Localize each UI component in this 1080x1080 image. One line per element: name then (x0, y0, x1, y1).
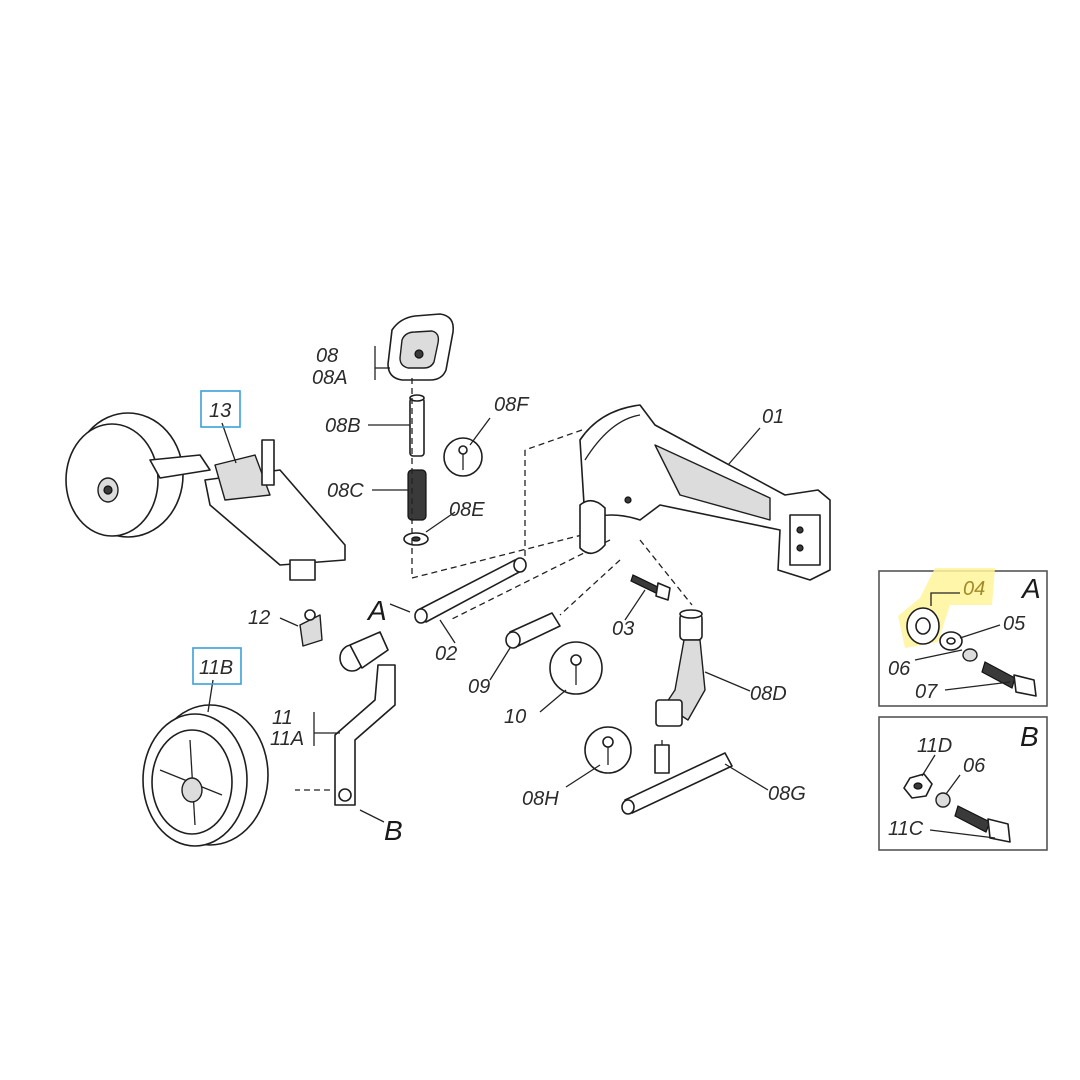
pin-callout-08f (443, 437, 483, 477)
gauge-wheel-assembly-13 (65, 412, 346, 581)
boxed-label-13: 13 (200, 390, 241, 428)
detail-a-label-06: 06 (888, 658, 911, 680)
label-02: 02 (435, 643, 457, 665)
label-08g: 08G (768, 783, 806, 805)
label-08a: 08A (312, 367, 348, 389)
label-detail-b-ref: B (384, 815, 403, 846)
pin-09 (505, 612, 561, 649)
detail-b-label-06: 06 (963, 755, 986, 777)
label-08b: 08B (325, 415, 361, 437)
label-08e: 08E (449, 499, 485, 521)
detail-a-label-05: 05 (1003, 613, 1026, 635)
detail-b-title: B (1020, 721, 1039, 752)
arm-08d (655, 609, 706, 727)
label-detail-a-ref: A (366, 595, 387, 626)
label-11: 11 (272, 707, 293, 729)
label-09: 09 (468, 676, 490, 698)
label-10: 10 (504, 706, 526, 728)
label-08c: 08C (327, 480, 364, 502)
main-frame-01 (579, 404, 831, 581)
lockwasher-06-b-icon (935, 792, 951, 808)
detail-a-label-07: 07 (915, 681, 938, 703)
label-11a: 11A (270, 728, 304, 750)
rod-08b (409, 394, 425, 457)
label-08: 08 (316, 345, 338, 367)
handle-08 (387, 313, 455, 381)
washer-08e (403, 532, 429, 546)
bolt-03 (630, 574, 671, 601)
detail-box-a: A 04 05 06 07 (878, 568, 1048, 707)
label-03: 03 (612, 618, 634, 640)
pin-callout-08h (584, 726, 632, 774)
leader-lines (207, 346, 769, 823)
spring-08c (407, 469, 427, 521)
axle-02 (414, 557, 527, 624)
assembly-lines (295, 378, 693, 791)
label-08f: 08F (494, 394, 530, 416)
detail-a-label-04: 04 (963, 578, 985, 600)
label-11b: 11B (199, 657, 233, 679)
pin-callout-10 (549, 641, 603, 695)
gauge-wheel-11b (142, 704, 269, 847)
label-01: 01 (762, 406, 784, 428)
label-12: 12 (248, 607, 270, 629)
arm-11 (334, 631, 396, 806)
label-08d: 08D (750, 683, 787, 705)
detail-b-label-11c: 11C (888, 818, 924, 840)
bolt-11c-icon (954, 805, 991, 833)
boxed-label-11b: 11B (192, 647, 242, 685)
part-labels: 01 02 03 08 08A 08B 08C 08D 08E 08F 08G … (248, 345, 806, 846)
detail-b-label-11d: 11D (917, 735, 952, 757)
bar-08g (621, 744, 733, 815)
label-08h: 08H (522, 788, 559, 810)
bolt-07-icon (981, 661, 1016, 689)
detail-a-title: A (1020, 573, 1041, 604)
label-13: 13 (209, 400, 231, 422)
grease-fitting-12 (299, 609, 323, 647)
lockwasher-06-icon (962, 648, 978, 662)
detail-box-b: B 11D 06 11C (878, 716, 1048, 851)
